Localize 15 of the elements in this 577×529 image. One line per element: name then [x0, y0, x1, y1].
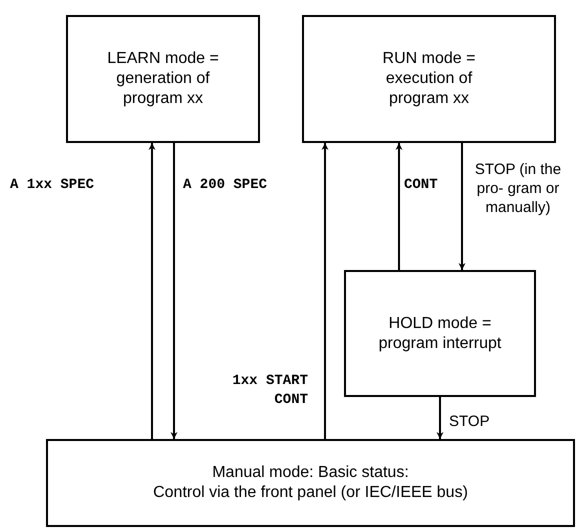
mode-text: HOLD mode = program interrupt	[378, 314, 502, 354]
arrow	[396, 143, 402, 270]
arrow	[436, 397, 444, 439]
mode-box	[344, 270, 536, 397]
mode-text: RUN mode = execution of program xx	[382, 49, 476, 109]
arrow	[170, 143, 178, 439]
arrow	[458, 143, 466, 270]
mode-text: Control via the front panel (or IEC/IEEE bus)	[153, 483, 468, 503]
arrow	[322, 143, 328, 439]
mode-box	[66, 15, 260, 143]
mode-text: LEARN mode = generation of program xx	[106, 49, 220, 109]
arrow	[148, 143, 156, 439]
mode-text: Manual mode: Basic status:	[212, 463, 409, 483]
mode-box	[46, 439, 575, 527]
mode-box	[302, 15, 556, 143]
